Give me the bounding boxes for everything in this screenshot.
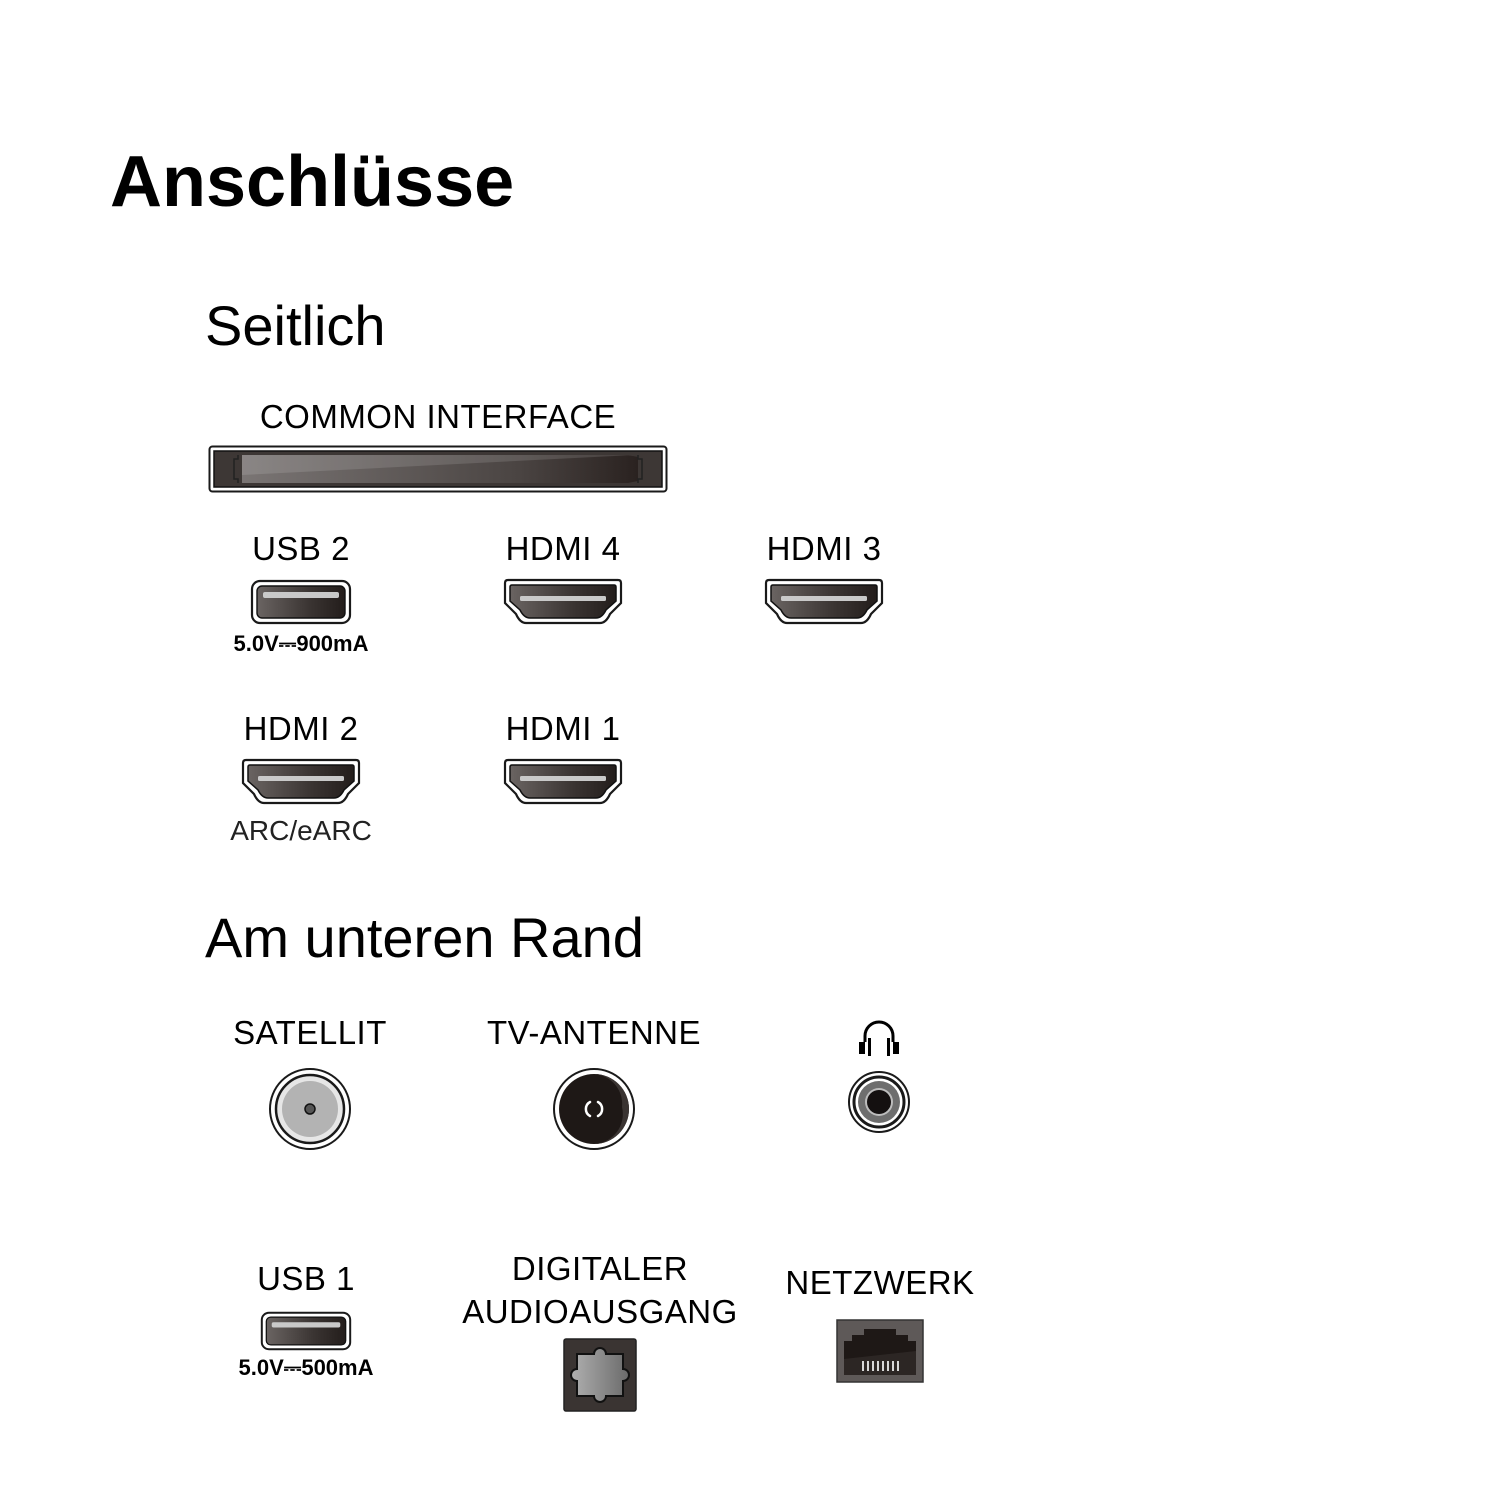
port-hdmi-3: HDMI 3: [723, 532, 925, 629]
satellite-coax-icon: [268, 1067, 352, 1151]
port-hdmi-1: HDMI 1: [462, 712, 664, 809]
port-digital-audio-out: DIGITALER AUDIOAUSGANG: [440, 1252, 760, 1412]
port-satellite: SATELLIT: [210, 1016, 410, 1151]
port-network: NETZWERK: [780, 1266, 980, 1383]
hdmi-port-icon: [763, 577, 885, 629]
port-spec: 5.0V⎓500mA: [238, 1355, 374, 1380]
ethernet-port-icon: [836, 1319, 924, 1383]
hdmi-port-icon: [240, 757, 362, 809]
hdmi-port-icon: [502, 757, 624, 809]
headphone-icon: [857, 1018, 901, 1058]
optical-audio-icon: [563, 1338, 637, 1412]
hdmi-port-icon: [502, 577, 624, 629]
port-hdmi-4: HDMI 4: [462, 532, 664, 629]
port-label: NETZWERK: [785, 1264, 975, 1301]
section-heading-bottom: Am unteren Rand: [205, 906, 644, 969]
port-spec: 5.0V⎓900mA: [233, 631, 369, 656]
headphone-jack-icon: [847, 1070, 911, 1134]
ci-slot-icon: [208, 445, 668, 493]
port-label: USB 1: [257, 1260, 355, 1297]
port-label: HDMI 3: [766, 530, 882, 567]
port-label-line1: DIGITALER: [511, 1250, 689, 1287]
port-label: HDMI 2: [243, 710, 359, 747]
port-label: COMMON INTERFACE: [259, 398, 617, 435]
section-heading-side: Seitlich: [205, 294, 386, 357]
port-label: HDMI 1: [505, 710, 621, 747]
page-title: Anschlüsse: [110, 142, 515, 222]
port-label: USB 2: [252, 530, 350, 567]
port-headphone: [838, 1018, 920, 1134]
port-label: SATELLIT: [233, 1014, 387, 1051]
port-label: TV-ANTENNE: [486, 1014, 702, 1051]
port-usb-2: USB 2 5.0V⎓900mA: [200, 532, 402, 655]
antenna-coax-icon: [552, 1067, 636, 1151]
port-usb-1: USB 1 5.0V⎓500mA: [205, 1262, 407, 1379]
port-tv-antenna: TV-ANTENNE: [470, 1016, 718, 1151]
port-label: HDMI 4: [505, 530, 621, 567]
port-hdmi-2: HDMI 2 ARC/eARC: [200, 712, 402, 845]
port-common-interface: COMMON INTERFACE: [208, 400, 668, 493]
usb-port-icon: [250, 579, 352, 625]
usb-port-icon: [260, 1311, 352, 1351]
port-note: ARC/eARC: [230, 815, 372, 846]
port-label-line2: AUDIOAUSGANG: [462, 1293, 738, 1330]
